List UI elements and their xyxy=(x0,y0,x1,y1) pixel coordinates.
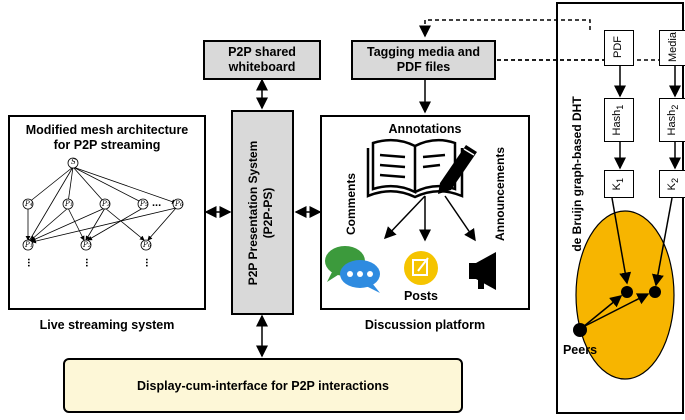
chat-bubbles-icon xyxy=(325,246,380,293)
mesh-title-line1: Modified mesh architecture xyxy=(25,123,189,137)
hash2-box: Hash2 xyxy=(659,98,685,142)
hash2-sub: 2 xyxy=(670,104,681,110)
posts-label: Posts xyxy=(403,289,439,303)
mesh-node-top: P1 xyxy=(65,200,73,209)
mesh-graph xyxy=(22,157,184,251)
discussion-box xyxy=(320,115,530,310)
p2pps-line2: (P2P-PS) xyxy=(261,187,275,239)
mesh-node-bottom: P1 xyxy=(25,241,33,250)
dashed-feedback-connector xyxy=(419,19,591,38)
whiteboard-line1: P2P shared xyxy=(228,45,296,59)
mesh-node-top: P6 xyxy=(175,200,183,209)
dht-panel xyxy=(556,2,684,414)
mesh-node-top: P5 xyxy=(140,200,148,209)
mesh-node-bottom: P2 xyxy=(83,241,91,250)
peer-node-2 xyxy=(649,286,661,298)
whiteboard-box: P2P shared whiteboard xyxy=(203,40,321,80)
live-streaming-caption: Live streaming system xyxy=(39,318,175,332)
mesh-ellipsis: ... xyxy=(152,197,162,209)
p2p-ps-box: P2P Presentation System (P2P-PS) xyxy=(231,110,294,315)
mesh-node-top: P4 xyxy=(25,200,33,209)
whiteboard-line2: whiteboard xyxy=(228,60,296,74)
mesh-ellipsis: ... xyxy=(143,258,155,268)
pdf-label: PDF xyxy=(612,36,624,58)
display-interface-box: Display-cum-interface for P2P interactio… xyxy=(63,358,463,413)
hash1-label: Hash xyxy=(610,109,623,136)
media-label: Media xyxy=(667,32,679,62)
p2pps-line1: P2P Presentation System xyxy=(246,140,260,286)
k1-box: K1 xyxy=(604,170,634,198)
k2-sub: 2 xyxy=(670,177,681,183)
posts-icon xyxy=(404,251,438,285)
k2-label: K xyxy=(665,182,678,191)
tagging-line1: Tagging media and xyxy=(367,45,480,59)
tagging-line2: PDF files xyxy=(396,60,451,74)
k1-label: K xyxy=(610,182,623,191)
mesh-ellipsis: ... xyxy=(25,258,37,268)
pdf-box: PDF xyxy=(604,30,634,66)
comments-label: Comments xyxy=(344,173,358,236)
discussion-caption: Discussion platform xyxy=(364,318,486,332)
media-box: Media xyxy=(659,30,685,66)
live-streaming-box: Modified mesh architecture for P2P strea… xyxy=(8,115,206,310)
mesh-node-top: P3 xyxy=(102,200,110,209)
announcements-label: Announcements xyxy=(493,147,507,242)
display-label: Display-cum-interface for P2P interactio… xyxy=(137,379,389,393)
tagging-box: Tagging media and PDF files xyxy=(351,40,496,80)
k1-sub: 1 xyxy=(615,177,626,183)
mesh-node-bottom: P6 xyxy=(143,241,151,250)
mesh-ellipsis: ... xyxy=(83,258,95,268)
peer-node-1 xyxy=(621,286,633,298)
book-pen-icon xyxy=(366,138,464,199)
k2-box: K2 xyxy=(659,170,685,198)
hash1-box: Hash1 xyxy=(604,98,634,142)
dht-title: de Bruijn graph-based DHT xyxy=(570,96,584,252)
mesh-title-line2: for P2P streaming xyxy=(53,138,161,152)
pen-icon xyxy=(438,145,477,194)
peer-node-source xyxy=(573,323,587,337)
annotations-label: Annotations xyxy=(388,122,462,136)
mesh-node-source: S xyxy=(71,158,76,166)
hash2-label: Hash xyxy=(665,109,678,136)
megaphone-icon xyxy=(469,252,496,290)
peers-label: Peers xyxy=(562,343,598,357)
hash1-sub: 1 xyxy=(615,104,626,110)
